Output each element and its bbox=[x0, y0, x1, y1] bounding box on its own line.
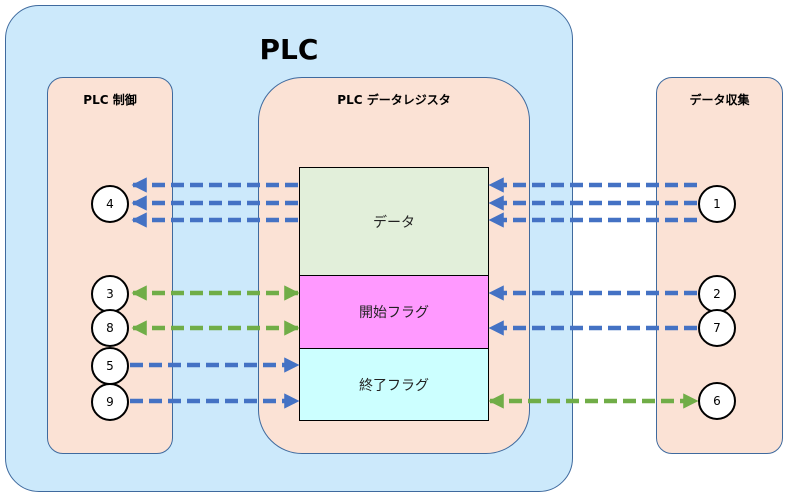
step-6-circle: 6 bbox=[698, 382, 736, 420]
step-4-circle: 4 bbox=[91, 185, 129, 223]
step-9-circle: 9 bbox=[91, 383, 129, 421]
end-flag-cell: 終了フラグ bbox=[299, 348, 489, 421]
plc-title: PLC bbox=[259, 33, 319, 66]
step-7-circle: 7 bbox=[698, 309, 736, 347]
plc-control-title: PLC 制御 bbox=[83, 93, 137, 107]
plc-data-register-title: PLC データレジスタ bbox=[337, 93, 451, 107]
data-collection-title: データ収集 bbox=[689, 93, 750, 107]
step-8-circle: 8 bbox=[91, 309, 129, 347]
step-2-circle: 2 bbox=[698, 275, 736, 313]
step-3-circle: 3 bbox=[91, 275, 129, 313]
start-flag-cell: 開始フラグ bbox=[299, 275, 489, 349]
step-5-circle: 5 bbox=[91, 347, 129, 385]
step-1-circle: 1 bbox=[698, 185, 736, 223]
